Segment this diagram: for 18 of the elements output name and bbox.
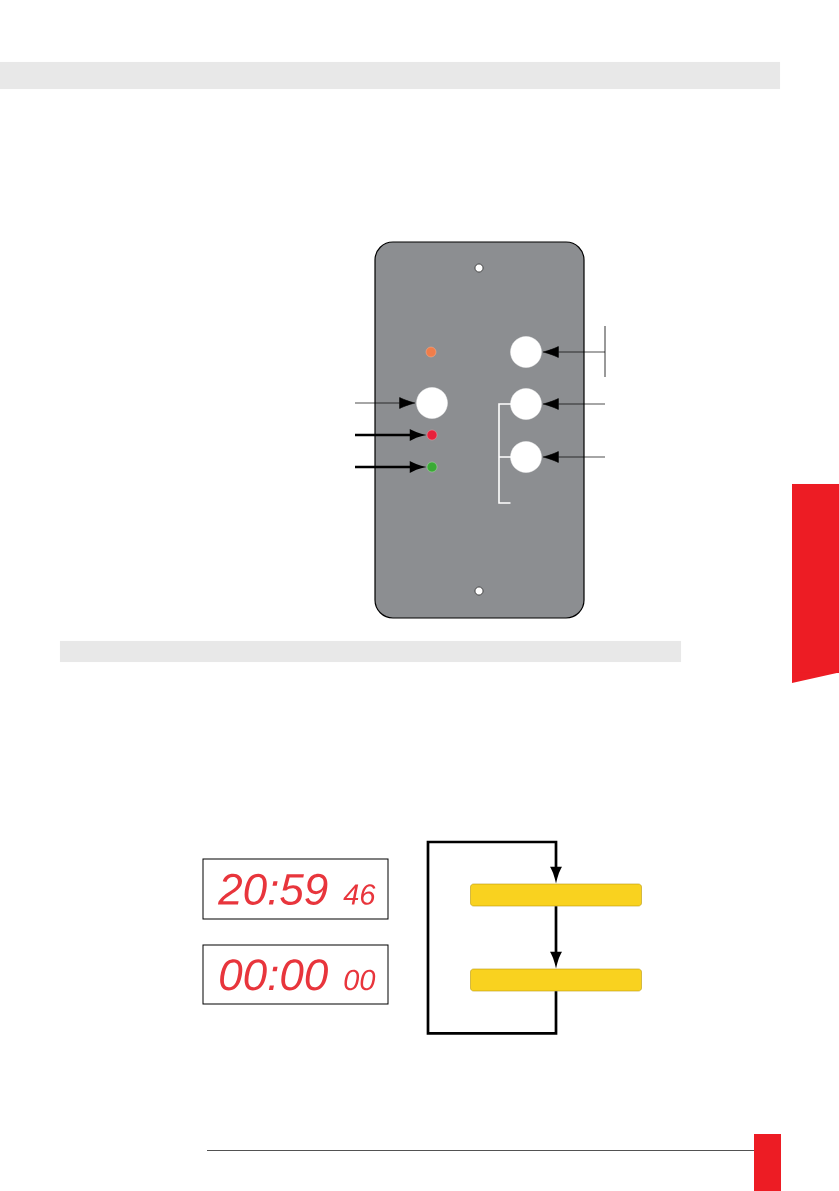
- arrow: [426, 840, 562, 1035]
- arrow: [542, 346, 606, 358]
- arrow: [542, 451, 606, 463]
- process-bar: [470, 883, 642, 907]
- arrow: [354, 397, 416, 409]
- led-indicator: [426, 461, 438, 473]
- push-button: [416, 387, 448, 419]
- clock-display: 00:00 00: [202, 944, 389, 1005]
- push-button: [510, 441, 542, 473]
- side-tab: [791, 483, 839, 683]
- arrow: [542, 398, 606, 410]
- process-bar: [470, 968, 642, 992]
- clock-display: 20:59 46: [202, 858, 389, 920]
- push-button: [510, 336, 542, 368]
- push-button: [510, 388, 542, 420]
- led-indicator: [425, 346, 437, 358]
- led-indicator: [426, 429, 438, 441]
- device-panel: [374, 241, 585, 619]
